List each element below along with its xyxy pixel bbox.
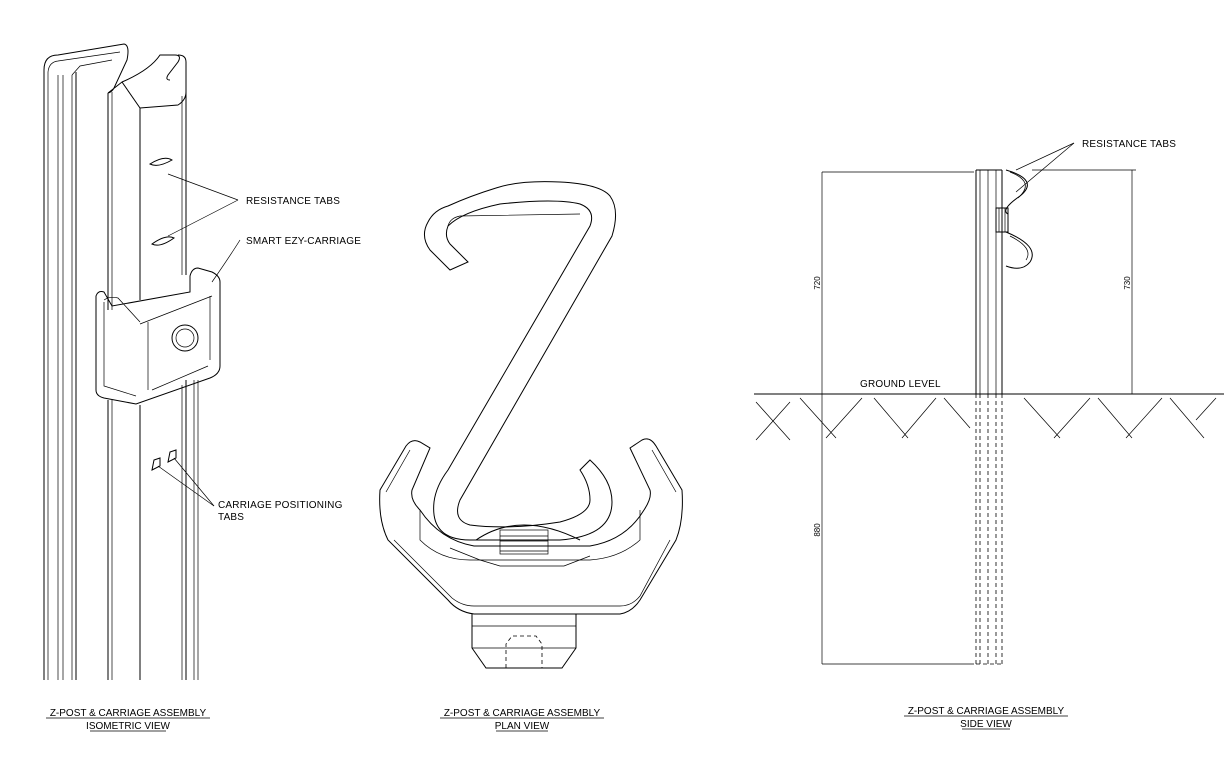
label-resistance-tabs-side: RESISTANCE TABS <box>1082 139 1176 150</box>
label-ground-level: GROUND LEVEL <box>860 379 941 390</box>
label-resistance-tabs-iso: RESISTANCE TABS <box>246 196 340 207</box>
carriage-plan <box>379 438 683 669</box>
caption-isometric-line2: ISOMETRIC VIEW <box>86 721 170 732</box>
resistance-tab-upper-iso <box>148 157 173 166</box>
label-ezy-carriage: SMART EZY-CARRIAGE <box>246 236 361 247</box>
dim-880: 880 <box>813 523 822 537</box>
dimensions <box>818 169 1136 665</box>
caption-isometric-line1: Z-POST & CARRIAGE ASSEMBLY <box>50 708 207 719</box>
z-post-side <box>975 169 1033 665</box>
label-positioning-tabs: CARRIAGE POSITIONING <box>218 500 343 511</box>
label-positioning-tabs-2: TABS <box>218 512 244 523</box>
ground-hatch-right <box>1023 397 1217 439</box>
caption-plan-line1: Z-POST & CARRIAGE ASSEMBLY <box>444 708 601 719</box>
ezy-carriage-isometric <box>95 267 221 405</box>
dim-730: 730 <box>1123 276 1132 290</box>
ground-hatch-left <box>755 397 971 441</box>
resistance-tab-lower-iso <box>151 236 175 246</box>
positioning-tab-left <box>151 457 161 471</box>
caption-plan-line2: PLAN VIEW <box>495 721 550 732</box>
caption-side-line1: Z-POST & CARRIAGE ASSEMBLY <box>908 706 1065 717</box>
plan-view: Z-POST & CARRIAGE ASSEMBLY PLAN VIEW <box>379 181 683 732</box>
carriage-bolt-hole-iso <box>171 324 199 352</box>
caption-side-line2: SIDE VIEW <box>960 719 1012 730</box>
z-post-plan <box>424 181 616 541</box>
dim-720: 720 <box>813 276 822 290</box>
positioning-tab-right <box>167 449 177 463</box>
z-post-isometric <box>43 43 199 680</box>
side-view: 720 730 880 RESISTANCE TABS GROUND LEVEL… <box>754 139 1224 730</box>
isometric-view: RESISTANCE TABS SMART EZY-CARRIAGE CARRI… <box>43 43 361 732</box>
